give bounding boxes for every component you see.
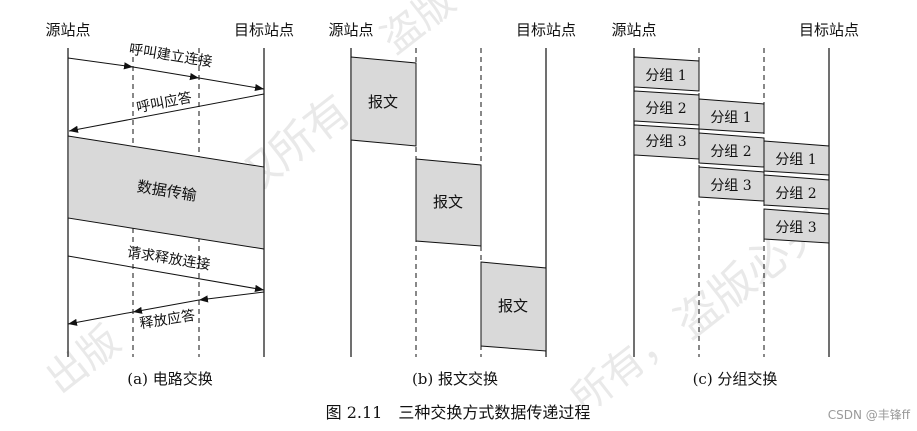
packet-block <box>698 98 765 134</box>
release-answer-arrow <box>198 291 265 303</box>
source-station-label: 源站点 <box>611 21 656 39</box>
message-label: 报文 <box>498 297 528 315</box>
packet-label: 分组 3 <box>710 178 751 194</box>
packet-label: 分组 2 <box>775 186 816 202</box>
panel-caption: (c) 分组交换 <box>693 370 778 388</box>
panel-packet-switching: 源站点 目标站点 分组 1 分组 2 分组 3 分组 1 分组 2 分组 3 分… <box>611 21 859 388</box>
data-transfer-block <box>67 135 265 250</box>
watermark-text: 出版 <box>38 317 129 403</box>
message-block <box>480 261 547 352</box>
target-station-label: 目标站点 <box>516 21 576 39</box>
packet-block <box>763 208 830 244</box>
packet-label: 分组 1 <box>775 152 816 168</box>
call-request-label: 呼叫建立连接 <box>128 41 214 71</box>
watermark-text: 盗版 <box>373 0 464 63</box>
packet-block <box>633 56 700 92</box>
release-answer-label: 释放应答 <box>138 307 196 333</box>
packet-label: 分组 3 <box>775 220 816 236</box>
call-request-arrow <box>198 77 265 92</box>
csdn-credit: CSDN @丰锋ff <box>828 408 911 422</box>
message-label: 报文 <box>368 93 398 111</box>
call-request-arrow <box>67 57 134 70</box>
message-block <box>415 158 482 247</box>
release-answer-arrow <box>67 311 134 326</box>
packet-block <box>763 140 830 176</box>
packet-label: 分组 3 <box>645 134 686 150</box>
packet-label: 分组 2 <box>645 101 686 117</box>
packet-label: 分组 1 <box>645 68 686 84</box>
target-station-label: 目标站点 <box>234 21 294 39</box>
source-station-label: 源站点 <box>45 21 90 39</box>
packet-label: 分组 1 <box>710 110 751 126</box>
call-request-arrow <box>132 66 200 81</box>
figure-caption: 图 2.11 三种交换方式数据传递过程 <box>326 403 591 422</box>
message-label: 报文 <box>433 193 463 211</box>
release-answer-arrow <box>132 299 200 314</box>
message-block <box>350 56 417 147</box>
panel-caption: (a) 电路交换 <box>127 370 212 388</box>
panel-message-switching: 源站点 目标站点 报文 报文 报文 (b) 报文交换 <box>328 21 576 388</box>
packet-block <box>763 174 830 210</box>
panel-caption: (b) 报文交换 <box>412 370 498 388</box>
target-station-label: 目标站点 <box>799 21 859 39</box>
release-request-arrow <box>67 255 265 293</box>
call-answer-label: 呼叫应答 <box>135 89 193 116</box>
packet-label: 分组 2 <box>710 144 751 160</box>
source-station-label: 源站点 <box>328 21 373 39</box>
call-answer-arrow <box>68 93 265 133</box>
